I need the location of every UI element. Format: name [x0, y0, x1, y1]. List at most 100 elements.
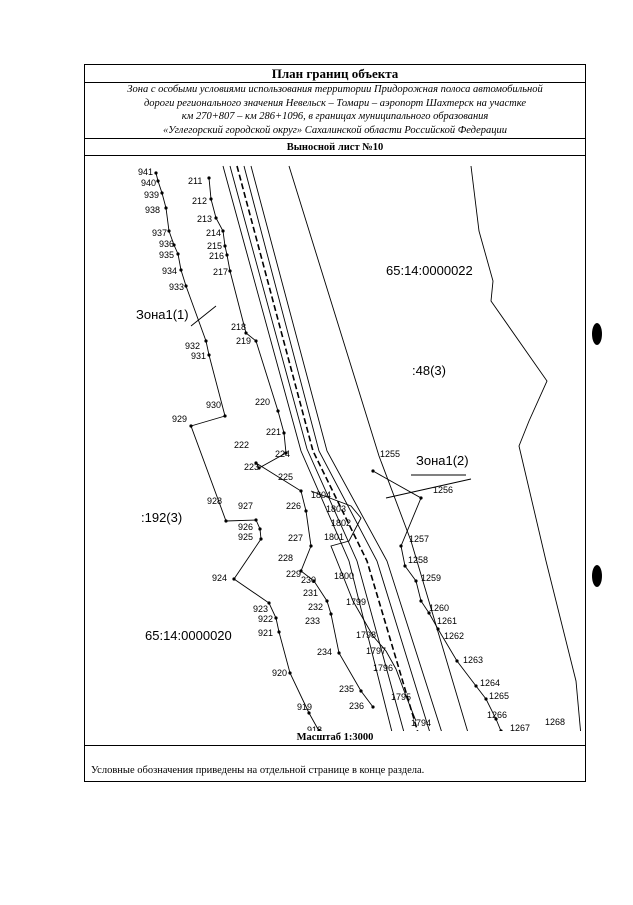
vertex-point [223, 244, 227, 248]
point-label: 940 [141, 178, 156, 188]
point-label: 1268 [545, 717, 565, 727]
point-label: 217 [213, 267, 228, 277]
vertex-point [499, 729, 503, 731]
point-label: 222 [234, 440, 249, 450]
vertex-point [221, 229, 225, 233]
point-label: 937 [152, 228, 167, 238]
vertex-point [399, 544, 403, 548]
point-label: 934 [162, 266, 177, 276]
point-label: 228 [278, 553, 293, 563]
vertex-point [160, 191, 164, 195]
vertex-point [167, 229, 171, 233]
vertex-point [254, 461, 258, 465]
vertex-point [403, 564, 407, 568]
point-label: 236 [349, 701, 364, 711]
vertex-point [312, 579, 316, 583]
scale-label: Масштаб 1:3000 [296, 732, 374, 743]
point-label: 926 [238, 522, 253, 532]
sheet-label: Выносной лист №10 [85, 139, 585, 156]
object-description: Зона с особыми условиями использования т… [85, 83, 585, 139]
vertex-point [207, 176, 211, 180]
point-label: 219 [236, 336, 251, 346]
point-label: 212 [192, 196, 207, 206]
point-label: 1266 [487, 710, 507, 720]
point-label: 939 [144, 190, 159, 200]
point-label: 936 [159, 239, 174, 249]
vertex-point [419, 496, 423, 500]
point-label: 213 [197, 214, 212, 224]
point-label: 1265 [489, 691, 509, 701]
parcel-label: 65:14:0000022 [386, 263, 473, 278]
vertex-point [225, 253, 229, 257]
point-label: 918 [307, 725, 322, 731]
point-label: 1804 [311, 490, 331, 500]
vertex-point [419, 599, 423, 603]
point-label: 1798 [356, 630, 376, 640]
description-line: «Углегорский городской округ» Сахалинско… [163, 124, 507, 136]
point-label: 1795 [391, 692, 411, 702]
vertex-point [223, 414, 227, 418]
point-label: 229 [286, 569, 301, 579]
point-label: 227 [288, 533, 303, 543]
vertex-point [359, 689, 363, 693]
vertex-point [371, 469, 375, 473]
vertex-point [244, 331, 248, 335]
point-label: 230 [301, 575, 316, 585]
vertex-point [436, 627, 440, 631]
vertex-point [184, 284, 188, 288]
point-label: 216 [209, 251, 224, 261]
point-label: 225 [278, 472, 293, 482]
point-label: 220 [255, 397, 270, 407]
point-label: 226 [286, 501, 301, 511]
point-label: 1267 [510, 723, 530, 731]
point-label: 1799 [346, 597, 366, 607]
vertex-point [224, 519, 228, 523]
vertex-point [282, 431, 286, 435]
vertex-point [207, 353, 211, 357]
vertex-point [317, 729, 321, 731]
vertex-point [164, 206, 168, 210]
vertex-point [474, 684, 478, 688]
point-label: 928 [207, 496, 222, 506]
point-label: 1259 [421, 573, 441, 583]
point-label: 922 [258, 614, 273, 624]
vertex-point [427, 611, 431, 615]
zone-boundary-line [208, 177, 374, 708]
vertex-point [337, 651, 341, 655]
vertex-point [455, 659, 459, 663]
parcel-label: 65:14:0000020 [145, 628, 232, 643]
vertex-point [209, 197, 213, 201]
description-line: км 270+807 – км 286+1096, в границах мун… [181, 111, 489, 122]
point-label: 1794 [411, 718, 431, 728]
road-edge-line [250, 165, 442, 731]
point-label: 1800 [334, 571, 354, 581]
zone-label: Зона1(2) [416, 453, 469, 468]
vertex-point [484, 697, 488, 701]
vertex-point [204, 339, 208, 343]
vertex-point [259, 537, 263, 541]
point-label: 923 [253, 604, 268, 614]
vertex-point [179, 268, 183, 272]
vertex-point [172, 243, 176, 247]
point-label: 1263 [463, 655, 483, 665]
zone-boundary-line [310, 490, 417, 722]
point-label: 214 [206, 228, 221, 238]
vertex-point [156, 179, 160, 183]
vertex-point [284, 451, 288, 455]
point-label: 920 [272, 668, 287, 678]
vertex-point [307, 711, 311, 715]
map-drawing: 9419409399389379369359349339329319309299… [136, 165, 581, 731]
parcel-label: :192(3) [141, 510, 182, 525]
vertex-point [288, 671, 292, 675]
description-line: Зона с особыми условиями использования т… [127, 84, 543, 95]
point-label: 1803 [326, 504, 346, 514]
point-label: 935 [159, 250, 174, 260]
vertex-point [277, 630, 281, 634]
point-label: 1264 [480, 678, 500, 688]
road-edge-line [243, 165, 430, 731]
point-label: 925 [238, 532, 253, 542]
point-label: 941 [138, 167, 153, 177]
point-label: 231 [303, 588, 318, 598]
point-label: 1256 [433, 485, 453, 495]
point-label: 232 [308, 602, 323, 612]
